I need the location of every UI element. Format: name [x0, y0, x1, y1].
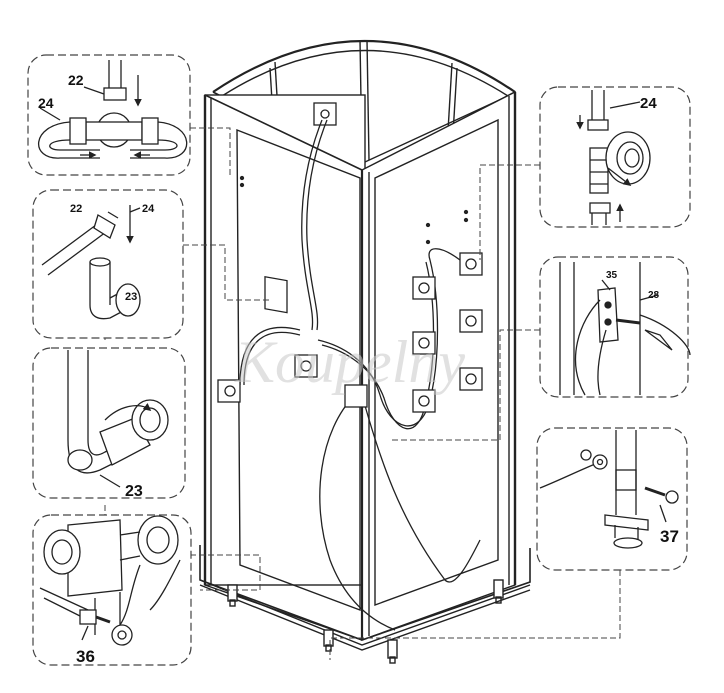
panel-bottom-right: 37 [536, 427, 688, 571]
shower-tray [199, 545, 531, 641]
callout-label: 24 [640, 95, 657, 112]
callout-label: 22 [70, 203, 82, 215]
cabin-plumbing [217, 102, 483, 631]
panel-mid-right: 35 28 [539, 256, 691, 398]
left-glass-panel [204, 94, 366, 586]
callout-label: 37 [660, 527, 679, 546]
callout-label: 24 [38, 95, 54, 111]
callout-label: 23 [125, 291, 137, 303]
panel-mid-left: 22 24 23 [32, 189, 184, 339]
callout-label: 24 [142, 203, 155, 215]
panel-bottom-left: 36 [32, 514, 192, 666]
cabin-roof-arc [212, 40, 516, 93]
callout-label: 28 [648, 290, 660, 301]
cabin-feet [227, 579, 504, 664]
watermark: Koupelny [234, 329, 465, 395]
panel-top-right: 24 [539, 86, 691, 228]
callout-label: 36 [76, 647, 95, 666]
panel-lower-left: 23 [32, 347, 186, 500]
callout-label: 22 [68, 72, 84, 88]
callout-label: 23 [125, 483, 143, 500]
panel-top-left: 22 24 [27, 54, 191, 176]
control-box [264, 275, 288, 314]
body-jets [412, 252, 483, 413]
leader-lines [104, 127, 621, 660]
shower-cabin [199, 39, 531, 664]
callout-label: 35 [606, 270, 618, 281]
